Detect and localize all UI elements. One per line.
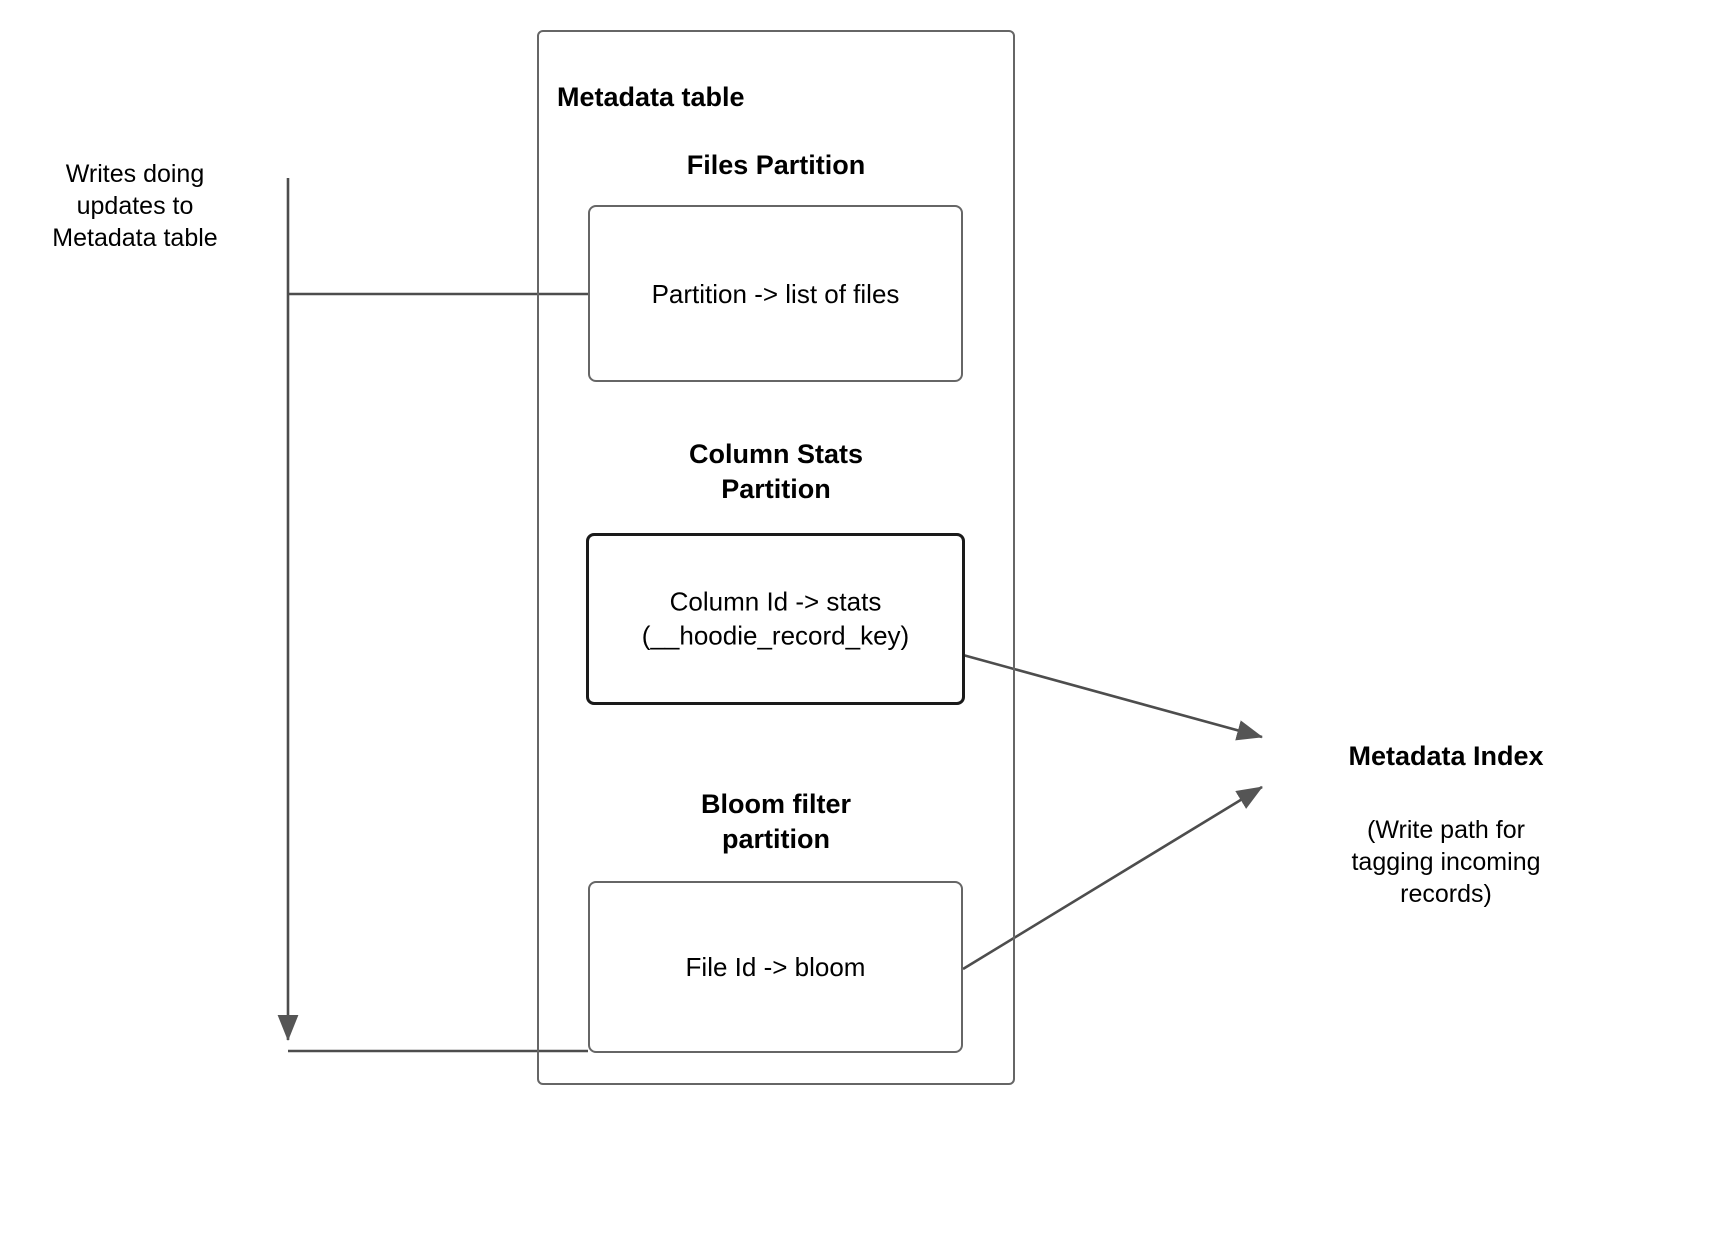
metadata-table-title: Metadata table — [557, 82, 745, 112]
bloom-filter-partition-heading: Bloom filter partition — [700, 789, 851, 854]
writes-updates-label: Writes doing updates to Metadata table — [52, 160, 218, 252]
files-partition-heading: Files Partition — [686, 150, 866, 180]
column-stats-partition-box-label: Column Id -> stats (__hoodie_record_key) — [641, 586, 910, 651]
column-stats-partition-box: Column Id -> stats (__hoodie_record_key) — [586, 533, 965, 705]
metadata-table-container — [537, 30, 1015, 1085]
metadata-index-title: Metadata Index — [1348, 741, 1544, 771]
column-stats-partition-heading: Column Stats Partition — [688, 439, 863, 504]
files-partition-box: Partition -> list of files — [588, 205, 963, 382]
bloom-filter-partition-box-label: File Id -> bloom — [685, 951, 866, 982]
files-partition-box-label: Partition -> list of files — [651, 278, 900, 309]
metadata-index-note: (Write path for tagging incoming records… — [1351, 816, 1541, 908]
bloom-filter-partition-box: File Id -> bloom — [588, 881, 963, 1053]
